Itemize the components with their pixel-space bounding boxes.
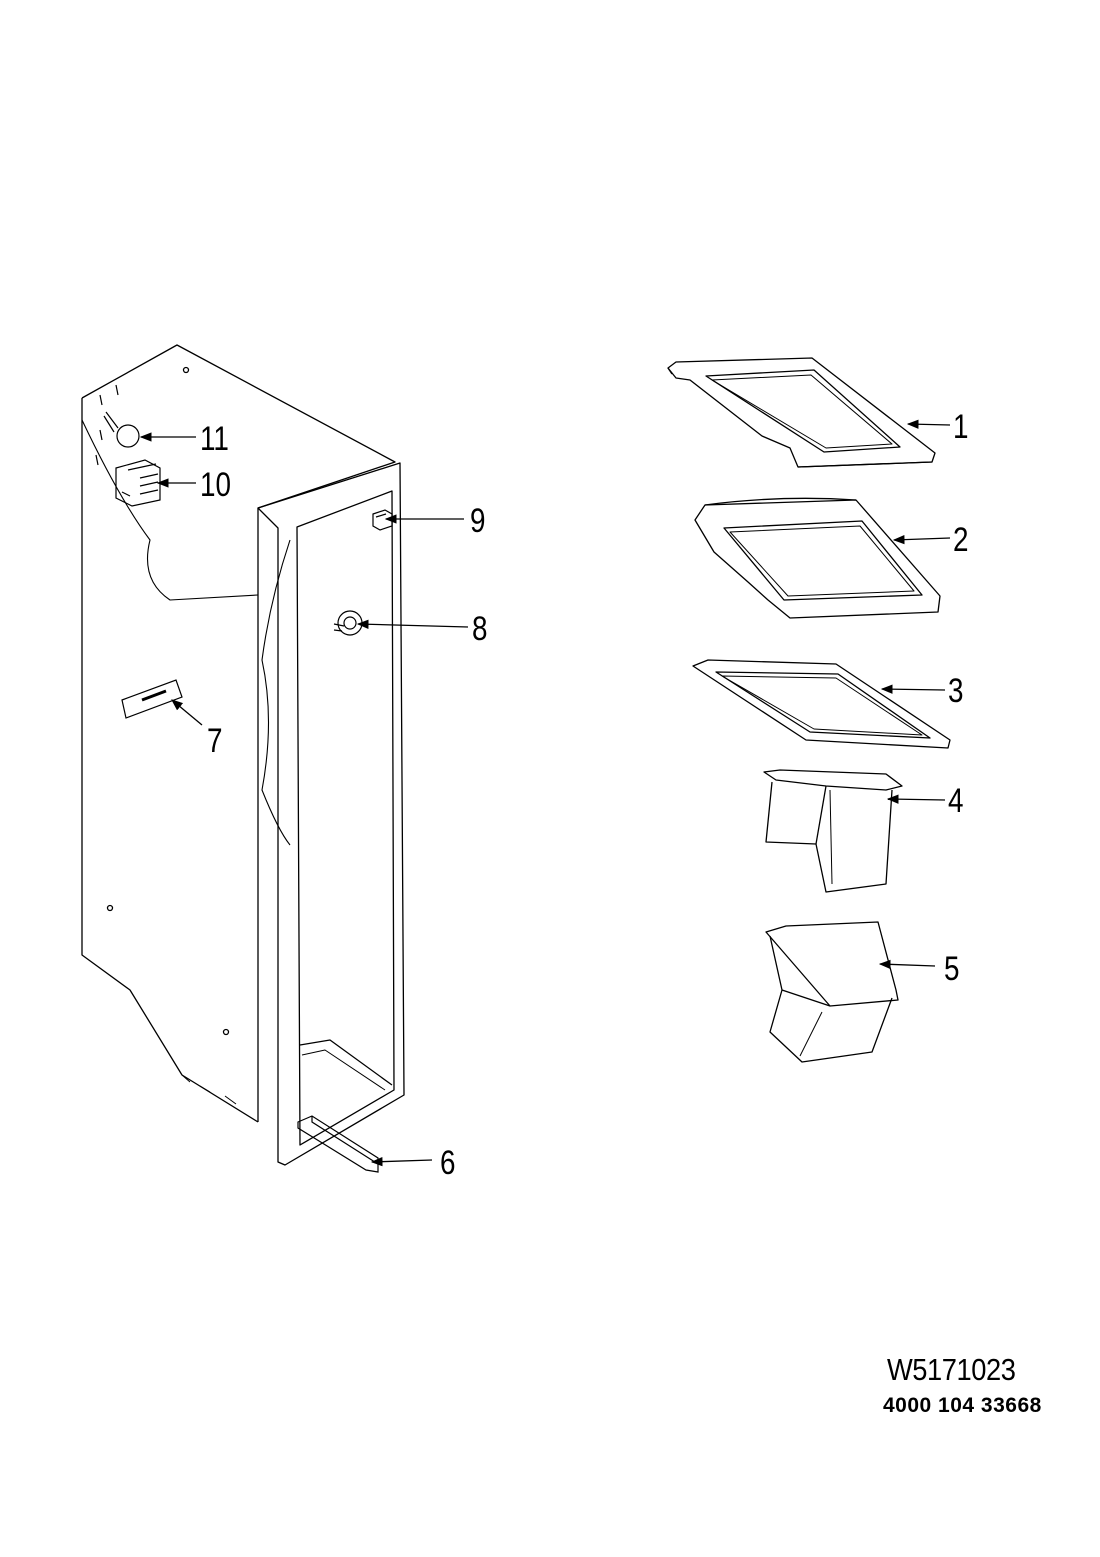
callout-2: 2 [953,520,969,558]
drawing-number: W5171023 [887,1352,1016,1387]
door-switch-part [372,509,393,531]
nameplate-part [121,679,183,719]
callout-4: 4 [948,781,964,819]
lamp-bulb-part [103,411,140,448]
lamp-socket-part [115,459,161,507]
callout-1: 1 [953,407,969,445]
callout-11: 11 [200,419,229,457]
leader-lines [139,419,951,1167]
crisper-drawer-part [763,769,903,893]
callout-5: 5 [944,949,960,987]
callout-10: 10 [200,465,231,503]
callout-6: 6 [440,1143,456,1181]
callout-9: 9 [470,501,486,539]
crisper-drawer-lower-part [765,921,899,1063]
crisper-cover-part [692,659,951,749]
callout-3: 3 [948,671,964,709]
part-code: 4000 104 33668 [883,1394,1042,1417]
callout-8: 8 [472,609,488,647]
callout-7: 7 [207,721,223,759]
shelf-rail-part [297,1115,379,1173]
glass-shelf-part [694,497,941,619]
slide-out-shelf-part [667,357,936,468]
refrigerator-liner [81,344,405,1166]
control-knob-part [333,610,363,636]
